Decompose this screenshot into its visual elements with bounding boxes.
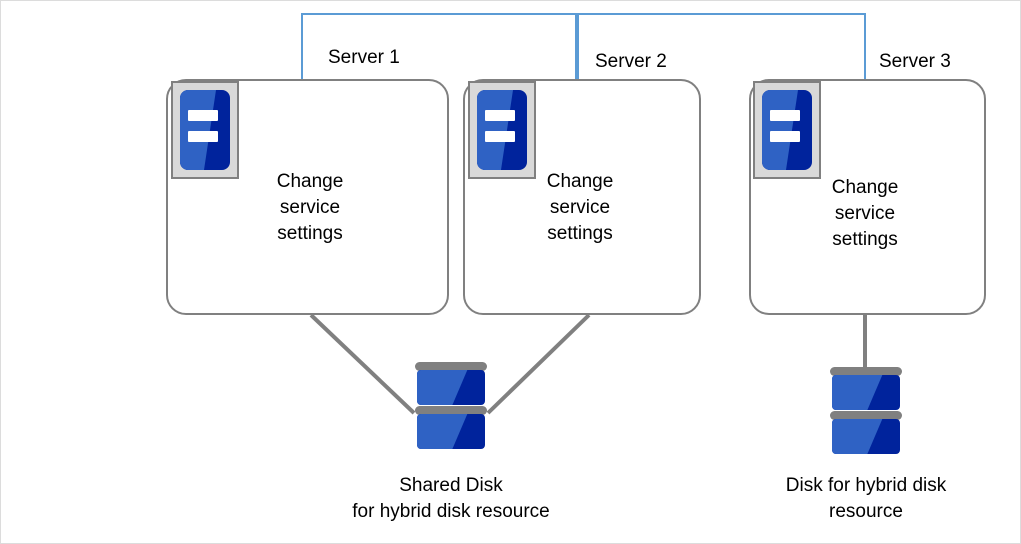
server-bay-bar-2	[485, 131, 515, 142]
server-bay-bar-1	[770, 110, 800, 121]
server-icon-2	[468, 81, 536, 179]
disk-plate-top	[830, 367, 902, 376]
disk-slab-top	[417, 370, 485, 405]
disk-slab-bottom	[832, 419, 900, 454]
local-disk-icon	[830, 367, 902, 463]
server-bay-bar-2	[770, 131, 800, 142]
slab-highlight	[832, 419, 883, 454]
server-label-3: Server 3	[879, 51, 951, 72]
network-span-left	[301, 13, 577, 80]
disk-slab-bottom	[417, 414, 485, 449]
server-bay-bar-2	[188, 131, 218, 142]
network-span-right	[577, 13, 866, 80]
server-body-text-2: Change service settings	[546, 171, 614, 244]
server-icon-3	[753, 81, 821, 179]
server-icon-1	[171, 81, 239, 179]
chassis-highlight	[180, 90, 216, 170]
server-bay-bar-1	[485, 110, 515, 121]
server-body-text-3: Change service settings	[831, 177, 899, 250]
server-chassis	[762, 90, 812, 170]
server-label-1: Server 1	[328, 47, 400, 68]
local-disk-caption: Disk for hybrid disk resource	[785, 475, 947, 522]
slab-highlight	[832, 375, 883, 410]
server-chassis	[477, 90, 527, 170]
server-bay-bar-1	[188, 110, 218, 121]
disk-plate-middle	[415, 406, 487, 415]
shared-disk-icon	[415, 362, 487, 458]
disk-plate-middle	[830, 411, 902, 420]
server-chassis	[180, 90, 230, 170]
shared-disk-caption: Shared Disk for hybrid disk resource	[352, 475, 550, 522]
disk-plate-top	[415, 362, 487, 371]
chassis-highlight	[477, 90, 513, 170]
server-body-text-1: Change service settings	[276, 171, 344, 244]
chassis-highlight	[762, 90, 798, 170]
disk-slab-top	[832, 375, 900, 410]
server-label-2: Server 2	[595, 51, 667, 72]
slab-highlight	[417, 370, 468, 405]
slab-highlight	[417, 414, 468, 449]
server-box-2[interactable]	[463, 79, 701, 315]
